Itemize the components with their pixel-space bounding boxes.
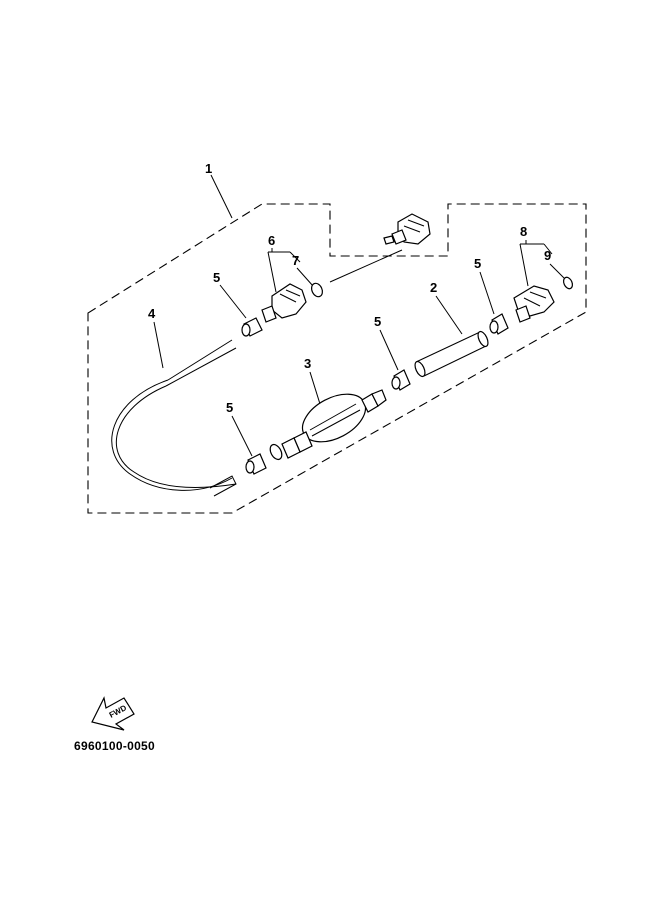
callout-6: 6: [268, 233, 275, 248]
callout-5-d: 5: [474, 256, 481, 271]
callout-5-b: 5: [226, 400, 233, 415]
callout-2: 2: [430, 280, 437, 295]
assembly-boundary: [87, 203, 587, 514]
clamp-5-d: [489, 313, 509, 335]
clamp-5-c: [391, 369, 411, 391]
primer-bulb-3: [269, 389, 387, 461]
engine-fuel-connector: [383, 213, 431, 245]
fuel-hose-2: [414, 330, 489, 378]
callout-1: 1: [205, 161, 212, 176]
fuel-connector-6: [261, 283, 307, 323]
callout-5-c: 5: [374, 314, 381, 329]
callout-9: 9: [544, 248, 551, 263]
callout-3: 3: [304, 356, 311, 371]
o-ring-9: [562, 276, 574, 290]
callout-4: 4: [148, 306, 156, 321]
clamp-5-a: [241, 317, 263, 337]
fwd-arrow-icon: FWD: [91, 696, 135, 731]
callout-5-a: 5: [213, 270, 220, 285]
callout-7: 7: [292, 253, 299, 268]
fuel-connector-8: [513, 285, 555, 323]
clamp-5-b: [245, 453, 267, 475]
fuel-hose-4: [111, 339, 237, 497]
callout-8: 8: [520, 224, 527, 239]
o-ring-7: [310, 282, 324, 298]
diagram-part-code: 6960100-0050: [74, 739, 156, 753]
